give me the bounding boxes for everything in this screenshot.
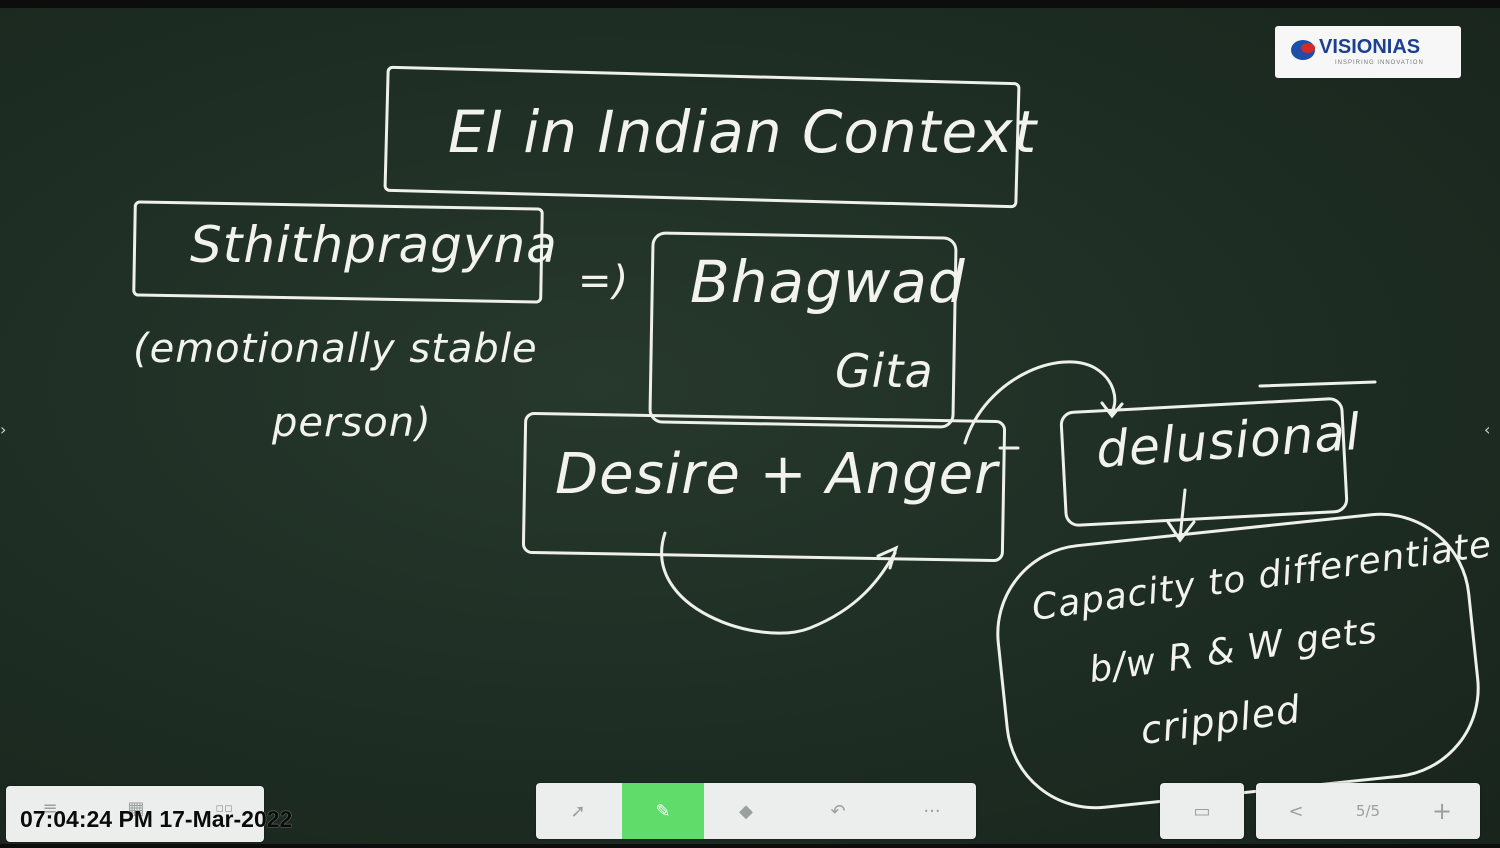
whiteboard-canvas[interactable]: EI in Indian Context Sthithpragyna (emot… [0,8,1500,844]
down-arrowhead [1166,520,1196,543]
page-navigator: < 5/5 + [1256,783,1480,839]
logo-tagline: INSPIRING INNOVATION [1335,60,1424,66]
eraser-icon[interactable]: ◆ [739,800,753,822]
delusional-top-stroke [1258,380,1377,388]
pointer-icon[interactable]: ➚ [570,800,586,822]
right-edge-chevron-icon[interactable]: ‹ [1484,420,1491,439]
screen-icon[interactable]: ▭ [1193,800,1211,822]
term-label: Sthithpragyna [190,216,558,274]
add-page-button[interactable]: + [1431,797,1453,825]
recording-timestamp: 07:04:24 PM 17-Mar-2022 [20,806,293,832]
menu-icon[interactable]: ≡ [42,797,58,819]
left-panel: ≡ ▦ ▫▫ [6,786,264,842]
visionias-logo: VISIONIAS INSPIRING INNOVATION [1275,26,1461,78]
logo-brand: VISIONIAS [1319,36,1421,58]
cause-label: Desire + Anger [555,442,999,507]
board-title: EI in Indian Context [448,98,1038,166]
undo-icon[interactable]: ↶ [830,800,846,822]
logo-mark-icon [1291,40,1315,60]
note-icon[interactable]: ▦ [127,797,145,819]
screen-toolbar: ▭ [1160,783,1244,839]
drawing-toolbar: ➚ ✎ ◆ ↶ ··· [536,783,976,839]
arc-arrowhead [1100,401,1124,419]
prev-page-button[interactable]: < [1288,800,1304,822]
more-icon[interactable]: ··· [923,800,941,822]
source-line2: Gita [835,344,934,398]
page-indicator: 5/5 [1355,802,1381,820]
gita-delusional-arc [963,360,1117,445]
term-note-line1: (emotionally stable [133,326,538,372]
down-arrow-line [1178,488,1187,540]
board-strokes [660,360,1377,635]
grid-icon[interactable]: ▫▫ [215,800,233,816]
pen-icon[interactable]: ✎ [622,783,704,839]
term-note-line2: person) [272,400,432,446]
left-edge-chevron-icon[interactable]: › [0,420,7,439]
desire-anger-loop [660,531,897,635]
equals-arrow: =) [578,258,630,304]
source-line1: Bhagwad [690,248,966,316]
loop-arrowhead [876,545,899,570]
